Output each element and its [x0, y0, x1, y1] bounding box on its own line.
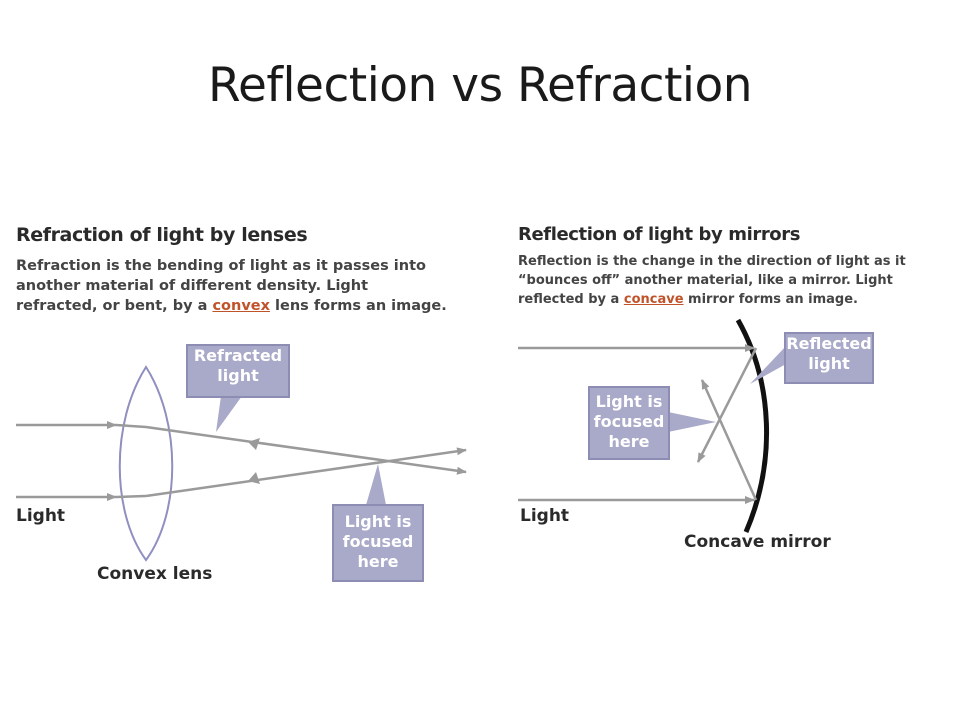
reflection-panel: Reflection of light by mirrors Reflectio… — [518, 222, 918, 562]
concave-mirror-label: Concave mirror — [684, 532, 831, 552]
refraction-desc-line-1: Refraction is the bending of light as it… — [16, 258, 426, 274]
reflection-light-label: Light — [520, 506, 570, 526]
reflection-desc-line-3: reflected by a concave mirror forms an i… — [518, 290, 906, 309]
refraction-focus-callout-line-3: here — [357, 552, 399, 571]
reflection-focus-callout: Light is focused here — [588, 386, 670, 460]
convex-lens-shape — [118, 365, 174, 562]
reflected-callout-pointer — [750, 346, 786, 384]
refraction-light-label: Light — [16, 506, 66, 526]
focus-callout-pointer — [366, 464, 386, 505]
slide-title: Reflection vs Refraction — [207, 58, 753, 113]
reflected-ray-top — [696, 347, 758, 463]
reflection-focus-callout-line-3: here — [608, 432, 650, 451]
refraction-focus-callout-line-2: focused — [342, 532, 414, 551]
reflection-desc-line-3-pre: reflected by a — [518, 292, 624, 307]
concave-link[interactable]: concave — [623, 292, 684, 307]
reflection-diagram — [518, 318, 786, 533]
refraction-panel: Refraction of light by lenses Refraction… — [16, 222, 468, 592]
refracted-callout-line-2: light — [217, 366, 259, 385]
reflection-description: Reflection is the change in the directio… — [518, 252, 906, 309]
reflection-heading: Reflection of light by mirrors — [518, 224, 801, 245]
refracted-ray-bottom — [145, 447, 467, 498]
refracted-callout-line-1: Refracted — [193, 346, 283, 365]
refraction-desc-line-3: refracted, or bent, by a convex lens for… — [16, 296, 447, 316]
reflection-focus-callout-line-2: focused — [593, 412, 665, 431]
refracted-ray-top — [145, 425, 467, 475]
reflection-focus-callout-line-1: Light is — [595, 392, 663, 411]
refraction-desc-line-3-post: lens forms an image. — [269, 298, 447, 314]
reflection-desc-line-2: “bounces off” another material, like a m… — [518, 273, 893, 288]
convex-link[interactable]: convex — [212, 298, 270, 314]
refraction-diagram — [16, 365, 467, 562]
refraction-description: Refraction is the bending of light as it… — [16, 256, 447, 316]
refraction-desc-line-2: another material of different density. L… — [16, 278, 369, 294]
reflected-ray-bottom — [700, 379, 758, 501]
reflected-light-callout: Reflected light — [784, 332, 874, 384]
refracted-light-callout: Refracted light — [186, 344, 290, 398]
reflected-callout-line-1: Reflected — [786, 334, 872, 353]
refraction-desc-line-3-pre: refracted, or bent, by a — [16, 298, 213, 314]
reflection-desc-line-1: Reflection is the change in the directio… — [518, 254, 906, 269]
reflection-desc-line-3-post: mirror forms an image. — [683, 292, 858, 307]
refraction-focus-callout-line-1: Light is — [344, 512, 412, 531]
refraction-focus-callout: Light is focused here — [332, 504, 424, 582]
refracted-callout-pointer — [216, 396, 242, 432]
refraction-heading: Refraction of light by lenses — [16, 224, 308, 246]
mirror-focus-callout-pointer — [668, 412, 716, 432]
convex-lens-label: Convex lens — [97, 564, 213, 584]
reflected-callout-line-2: light — [808, 354, 850, 373]
